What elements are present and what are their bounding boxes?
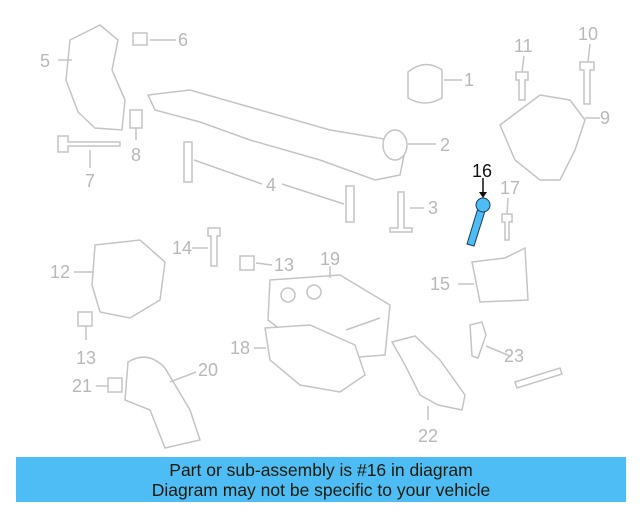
part-11-bolt[interactable] <box>515 71 529 101</box>
callout-3: 3 <box>428 198 438 218</box>
callout-14: 14 <box>172 238 192 258</box>
part-13-bolt[interactable] <box>239 255 255 271</box>
callout-23: 23 <box>504 346 524 366</box>
part-13-bolt[interactable] <box>77 311 93 327</box>
part-21-bolt[interactable] <box>107 377 123 393</box>
part-17-bolt[interactable] <box>501 213 513 241</box>
callout-4: 4 <box>266 175 276 195</box>
callout-10: 10 <box>578 24 598 44</box>
callout-19: 19 <box>320 249 340 269</box>
part-4-bolt[interactable] <box>345 185 355 223</box>
banner-line-disclaimer: Diagram may not be specific to your vehi… <box>151 480 491 500</box>
callout-11: 11 <box>514 36 533 56</box>
callout-16[interactable]: 16 <box>472 161 492 181</box>
info-banner: Part or sub-assembly is #16 in diagram D… <box>16 457 626 502</box>
callout-12: 12 <box>50 262 70 282</box>
part-6-nut[interactable] <box>132 32 148 46</box>
callout-7: 7 <box>85 171 95 191</box>
leader-lines <box>58 39 600 420</box>
part-7-bolt[interactable] <box>57 135 121 153</box>
part-2-crossmember[interactable] <box>146 89 406 181</box>
callout-21: 21 <box>72 376 92 396</box>
part-18-bracket[interactable] <box>264 324 366 393</box>
part-1-mount[interactable] <box>407 63 443 104</box>
callout-2: 2 <box>440 135 450 155</box>
part-10-bolt[interactable] <box>579 61 595 105</box>
callout-17: 17 <box>500 178 520 198</box>
part-4-bolt[interactable] <box>183 141 193 183</box>
part-3-stud[interactable] <box>389 191 413 233</box>
callout-13: 13 <box>76 348 96 368</box>
callout-15: 15 <box>430 274 450 294</box>
callout-5: 5 <box>40 51 50 71</box>
part-22-bracket[interactable] <box>390 335 466 411</box>
callout-8: 8 <box>131 145 141 165</box>
callout-1: 1 <box>464 70 474 90</box>
part-23-bolt[interactable] <box>469 321 487 359</box>
part-15-mount[interactable] <box>471 246 529 303</box>
callout-13: 13 <box>274 255 294 275</box>
part-14-bolt[interactable] <box>207 227 221 267</box>
part-5-bracket[interactable] <box>65 24 126 131</box>
part-9-mount[interactable] <box>499 94 586 181</box>
callout-20: 20 <box>198 360 218 380</box>
callout-18: 18 <box>230 338 250 358</box>
callout-6: 6 <box>178 30 188 50</box>
part-23-bolt[interactable] <box>514 367 563 389</box>
callout-9: 9 <box>600 108 610 128</box>
callout-22: 22 <box>418 426 438 446</box>
part-16-bolt-highlighted[interactable] <box>466 197 491 247</box>
banner-line-part-number: Part or sub-assembly is #16 in diagram <box>169 460 473 480</box>
part-20-mount[interactable] <box>124 356 201 449</box>
part-12-mount[interactable] <box>91 239 166 319</box>
part-8-clip[interactable] <box>129 109 143 129</box>
